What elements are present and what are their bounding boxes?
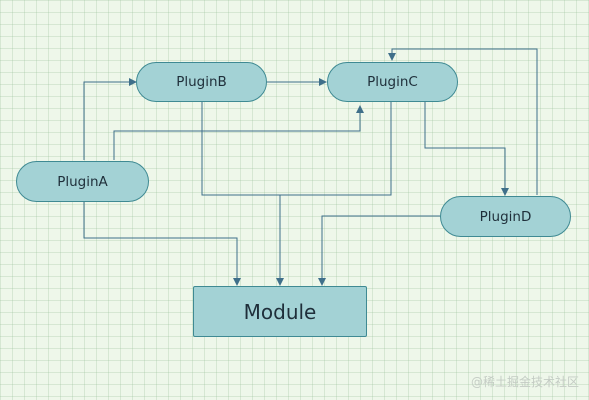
- edge-plugina-module: [83, 202, 241, 286]
- node-plugin-d: PluginD: [440, 196, 571, 237]
- edge-pluginb-module: [201, 102, 284, 286]
- edge-plugina-pluginc: [113, 105, 364, 160]
- node-plugin-a: PluginA: [16, 161, 149, 202]
- edge-plugina-pluginb: [83, 78, 137, 160]
- watermark-text: @稀土掘金技术社区: [470, 375, 579, 389]
- edge-pluginc-plugind: [424, 102, 509, 196]
- edge-pluginc-module: [280, 102, 392, 196]
- node-plugin-c: PluginC: [327, 62, 458, 102]
- node-plugin-b: PluginB: [136, 62, 267, 102]
- edge-plugind-pluginc: [388, 48, 538, 195]
- node-module: Module: [193, 286, 367, 337]
- edge-plugind-module: [318, 215, 440, 286]
